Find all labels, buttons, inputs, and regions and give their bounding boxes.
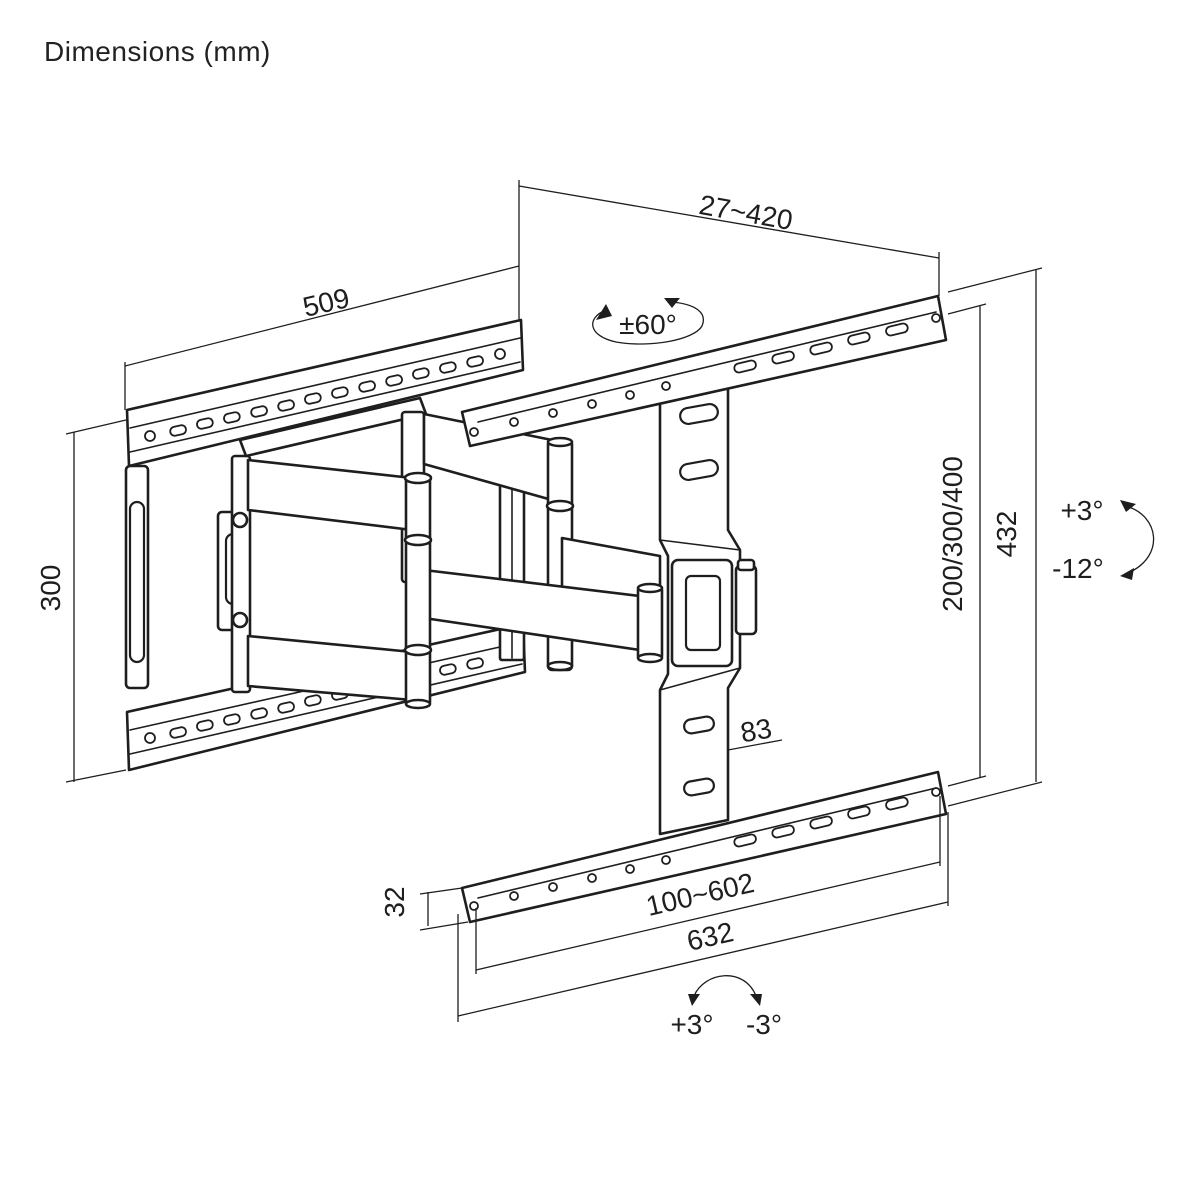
tv-bottom-rail (460, 770, 948, 924)
label-rail-height: 32 (379, 886, 410, 917)
inner-bracket (216, 454, 252, 694)
swivel-arrow (592, 298, 704, 345)
head-pivot (636, 584, 664, 662)
label-tilt-up: +3° (1060, 495, 1103, 526)
front-pivot-column (404, 474, 432, 708)
page-title: Dimensions (mm) (44, 36, 271, 67)
label-wall-plate-width: 509 (300, 282, 352, 323)
label-level-plus: +3° (670, 1009, 713, 1040)
label-rail-length: 632 (684, 916, 736, 957)
dimension-lines (65, 180, 1043, 1022)
tv-top-rail (460, 294, 948, 448)
label-extension: 27~420 (697, 189, 795, 236)
tv-center-plate (636, 386, 758, 836)
label-swivel: ±60° (619, 309, 677, 340)
label-vesa-vertical: 200/300/400 (937, 456, 968, 612)
level-arrow (688, 975, 762, 1006)
label-level-minus: -3° (746, 1009, 782, 1040)
wall-plate-slot (128, 500, 146, 664)
label-overall-height: 432 (991, 511, 1022, 558)
label-center-plate-width: 83 (738, 713, 774, 749)
label-wall-plate-height: 300 (35, 565, 66, 612)
tilt-knob (734, 564, 758, 636)
top-rail-holes (144, 348, 506, 442)
upper-first-arm (246, 458, 414, 532)
wall-plate-top-rail (125, 318, 525, 468)
label-tilt-down: -12° (1052, 553, 1104, 584)
wall-plate (124, 318, 527, 772)
tilt-arrow (1120, 500, 1155, 580)
